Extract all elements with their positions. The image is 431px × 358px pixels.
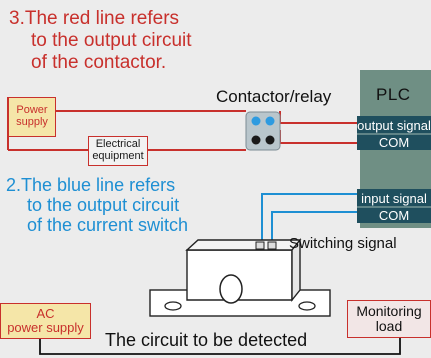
plc-input-signal-label: input signal — [361, 190, 427, 206]
plc-com-top-cell — [357, 134, 431, 150]
blue-note-line-3: of the current switch — [27, 215, 189, 235]
red-note-line-1: 3.The red line refers — [9, 8, 180, 29]
electrical-equipment-box: Electrical equipment — [88, 136, 148, 166]
plc-com-bottom-label: COM — [378, 207, 410, 223]
plc-title: PLC — [376, 85, 411, 104]
plc-output-signal-cell — [357, 116, 431, 134]
blue-wire-circuit — [261, 193, 357, 245]
detected-circuit-label: The circuit to be detected — [105, 330, 308, 350]
plc-com-top-label: COM — [378, 134, 410, 150]
red-note-line-2: to the output circuit — [31, 30, 192, 51]
ac-power-supply-label-2: power supply — [7, 320, 84, 335]
power-supply-label-2: supply — [16, 116, 48, 128]
switching-signal-label: Switching signal — [289, 235, 397, 252]
electrical-equipment-label-2: equipment — [92, 150, 144, 162]
electrical-equipment-label-1: Electrical — [95, 138, 141, 151]
monitoring-load-label-2: load — [375, 318, 403, 334]
plc-output-signal-label: output signal — [357, 117, 431, 133]
plc-input-signal-cell — [357, 189, 431, 207]
contactor-relay-label: Contactor/relay — [216, 87, 332, 106]
current-switch-sensor — [149, 238, 331, 317]
blue-note-line-2: to the output circuit — [27, 195, 180, 215]
monitoring-load-label-1: Monitoring — [356, 303, 422, 320]
red-note-line-3: of the contactor. — [31, 52, 167, 73]
monitoring-load-box: Monitoring load — [347, 300, 431, 338]
contactor-relay-block — [245, 111, 281, 151]
blue-note-line-1: 2.The blue line refers — [6, 175, 176, 195]
plc-com-bottom-cell — [357, 207, 431, 223]
ac-power-supply-box: AC power supply — [0, 303, 91, 339]
power-supply-box: Power supply — [8, 97, 56, 137]
ac-power-supply-label-1: AC — [36, 306, 55, 322]
power-supply-label-1: Power — [16, 104, 48, 117]
